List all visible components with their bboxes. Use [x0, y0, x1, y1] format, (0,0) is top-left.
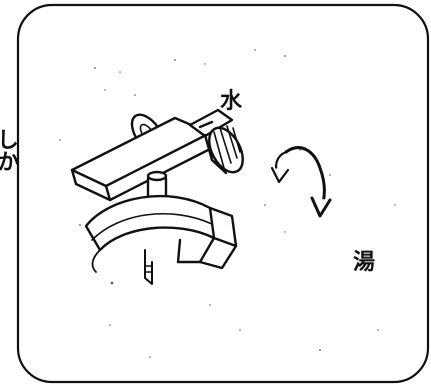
cold-water-label: 水 [220, 83, 242, 115]
frame-border [18, 5, 428, 382]
hot-water-label: 湯 [353, 244, 375, 276]
side-caption: しか [0, 128, 16, 172]
